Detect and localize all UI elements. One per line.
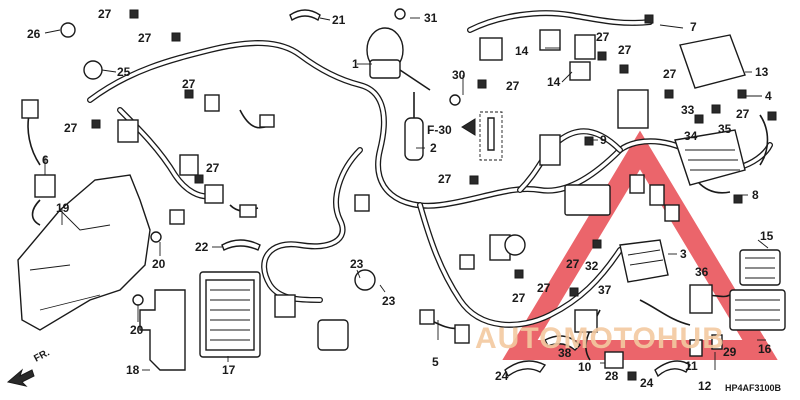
callout-24b: 24	[640, 376, 654, 390]
reference-label: F-30	[427, 123, 452, 137]
callout-19: 19	[56, 201, 70, 215]
callout-14a: 14	[515, 44, 529, 58]
part-19-bracket-plate	[17, 174, 151, 331]
callout-27-e: 27	[206, 161, 220, 175]
front-marker-label: FR.	[32, 347, 52, 364]
callout-18: 18	[126, 363, 140, 377]
front-direction-arrow	[6, 368, 35, 387]
callout-2: 2	[430, 141, 437, 155]
callout-6: 6	[42, 153, 49, 167]
callout-25: 25	[117, 65, 131, 79]
callout-7: 7	[690, 20, 697, 34]
callout-36: 36	[695, 265, 709, 279]
part-18-bracket	[139, 289, 186, 371]
part-15-fuse-block	[739, 249, 781, 286]
leader-lines	[44, 17, 769, 371]
callout-27-j: 27	[663, 67, 677, 81]
callout-13: 13	[755, 65, 769, 79]
callout-4: 4	[765, 89, 772, 103]
watermark-logo	[502, 130, 778, 360]
callout-15: 15	[760, 229, 774, 243]
callout-30: 30	[452, 68, 466, 82]
callout-27-a: 27	[98, 7, 112, 21]
callout-27-g: 27	[438, 172, 452, 186]
callout-20a: 20	[152, 257, 166, 271]
callout-5: 5	[432, 355, 439, 369]
callout-23b: 23	[382, 294, 396, 308]
part-2-plug-cap	[404, 92, 424, 161]
callout-27-n: 27	[537, 281, 551, 295]
callout-27-h: 27	[596, 30, 610, 44]
callout-8: 8	[752, 188, 759, 202]
callout-34: 34	[684, 129, 698, 143]
callout-21: 21	[332, 13, 346, 27]
callout-23a: 23	[350, 257, 364, 271]
callout-11: 11	[685, 359, 698, 373]
callout-26: 26	[27, 27, 41, 41]
callout-35: 35	[718, 122, 732, 136]
callout-14b: 14	[547, 75, 561, 89]
callout-27-f: 27	[506, 79, 520, 93]
callout-17: 17	[222, 363, 236, 377]
callout-20b: 20	[130, 323, 144, 337]
callout-16: 16	[758, 342, 772, 356]
callout-37: 37	[598, 283, 612, 297]
part-3-regulator	[619, 239, 669, 283]
callout-31: 31	[424, 11, 438, 25]
callout-22: 22	[195, 240, 209, 254]
part-16-fuse-block	[729, 289, 786, 331]
callout-27-b: 27	[138, 31, 152, 45]
part-17-control-unit	[199, 271, 261, 358]
reference-arrow	[461, 118, 476, 136]
callout-10: 10	[578, 360, 592, 374]
callout-27-d: 27	[64, 121, 78, 135]
watermark-triangle	[502, 130, 778, 360]
watermark-text: AUTOMOTOHUB	[475, 322, 725, 355]
callout-29: 29	[723, 345, 737, 359]
callout-38: 38	[558, 346, 572, 360]
callout-27-l: 27	[566, 257, 580, 271]
callout-27-m: 27	[512, 291, 526, 305]
callout-27-i: 27	[618, 43, 632, 57]
callout-3: 3	[680, 247, 687, 261]
small-clips	[91, 9, 777, 381]
part-13-fuse-box	[674, 34, 746, 186]
drawing-code: HP4AF3100B	[725, 383, 782, 393]
callout-32: 32	[585, 259, 599, 273]
callout-27-c: 27	[182, 77, 196, 91]
connectors	[21, 29, 723, 369]
callout-27-k: 27	[736, 107, 750, 121]
callout-12: 12	[698, 379, 712, 393]
callout-33: 33	[681, 103, 695, 117]
part-1-ignition-coil	[366, 27, 431, 91]
callout-28: 28	[605, 369, 619, 383]
callout-labels: 1 2 3 4 5 6 7 8 9 10 11 12 13 14 14 15 1…	[27, 7, 774, 393]
callout-1: 1	[352, 57, 359, 71]
callout-24a: 24	[495, 369, 509, 383]
callout-9: 9	[600, 133, 607, 147]
